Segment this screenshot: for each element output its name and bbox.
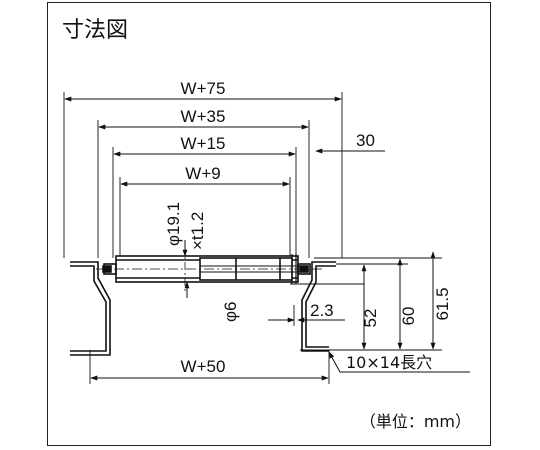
- dimension-lines: [64, 96, 470, 381]
- unit-note: （単位：mm）: [360, 412, 471, 431]
- label-w50: W+50: [181, 357, 226, 376]
- label-52: 52: [361, 309, 380, 328]
- label-wall-thickness: ×t1.2: [188, 212, 207, 250]
- label-slot: 10×14長穴: [346, 353, 432, 372]
- diagram-title: 寸法図: [62, 18, 129, 43]
- label-w35: W+35: [181, 107, 226, 126]
- label-w75: W+75: [181, 79, 226, 98]
- right-bracket: [301, 261, 336, 352]
- label-30: 30: [356, 131, 375, 150]
- slot-hole-right: [299, 265, 309, 273]
- slot-hole-left: [102, 265, 112, 273]
- label-61-5: 61.5: [433, 287, 452, 320]
- label-offset: 2.3: [310, 301, 334, 320]
- label-w15: W+15: [181, 134, 226, 153]
- left-bracket: [70, 261, 111, 356]
- extension-lines: [63, 92, 442, 384]
- label-60: 60: [399, 307, 418, 326]
- label-pipe-diameter: φ19.1: [164, 202, 183, 246]
- label-shaft-diameter: φ6: [221, 302, 240, 322]
- drawing-frame: [47, 2, 491, 446]
- conveyor-frame-part: [70, 246, 336, 356]
- slot-leader: [328, 351, 470, 373]
- label-w9: W+9: [185, 164, 220, 183]
